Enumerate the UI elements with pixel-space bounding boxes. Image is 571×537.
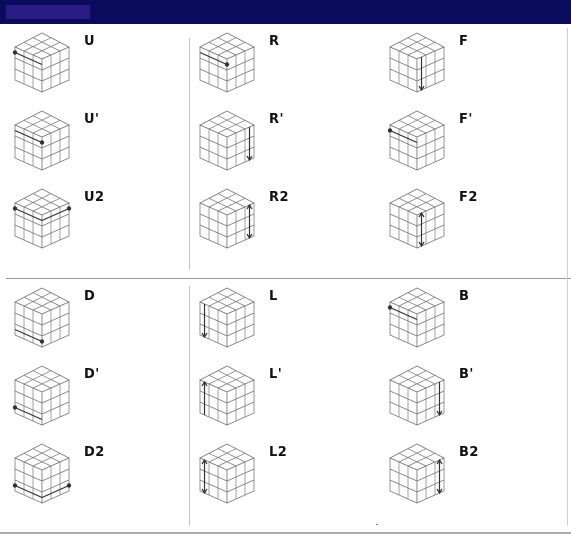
move-item: R2 (197, 186, 377, 256)
cube-diagram (199, 365, 255, 426)
move-item: B (387, 285, 567, 355)
cube-icon (387, 363, 447, 426)
cube-diagram (12, 32, 70, 93)
move-item: U' (12, 108, 192, 178)
cube-diagram (12, 188, 72, 249)
move-arrow (387, 128, 418, 144)
section-divider (6, 278, 571, 279)
move-arrow (436, 382, 443, 417)
cube-diagram (389, 188, 445, 249)
move-item: F' (387, 108, 567, 178)
cube-icon (197, 441, 257, 504)
move-label: U (84, 34, 96, 49)
move-item: L' (197, 363, 377, 433)
move-arrow (12, 206, 72, 222)
move-item: D' (12, 363, 192, 433)
move-item: R (197, 30, 377, 100)
cube-icon (387, 108, 447, 171)
stray-mark (376, 524, 378, 525)
cube-icon (387, 441, 447, 504)
cube-diagram (12, 443, 72, 504)
cube-icon (387, 30, 447, 93)
move-arrow (436, 458, 443, 495)
move-label: R2 (269, 190, 290, 205)
cube-diagram (199, 443, 255, 504)
cube-icon (12, 108, 72, 171)
move-arrow (201, 380, 208, 415)
move-arrow (199, 51, 230, 67)
move-arrow (201, 458, 208, 495)
move-label: U' (84, 112, 100, 127)
cube-diagram (199, 110, 255, 171)
cube-diagram (199, 188, 255, 249)
move-item: L (197, 285, 377, 355)
move-label: U2 (84, 190, 105, 205)
move-label: B2 (459, 445, 479, 460)
move-label: B' (459, 367, 474, 382)
move-label: R' (269, 112, 284, 127)
move-arrow (201, 304, 208, 339)
bottom-rule (0, 532, 571, 534)
cube-diagram (199, 32, 255, 93)
move-label: R (269, 34, 280, 49)
cube-icon (197, 285, 257, 348)
cube-diagram (12, 365, 70, 426)
cube-icon (197, 108, 257, 171)
cube-icon (12, 441, 72, 504)
right-border (567, 28, 568, 526)
move-label: L (269, 289, 278, 304)
move-arrow (14, 328, 45, 344)
move-item: L2 (197, 441, 377, 511)
move-label: L' (269, 367, 283, 382)
move-item: F2 (387, 186, 567, 256)
move-label: F2 (459, 190, 478, 205)
cube-icon (197, 363, 257, 426)
title-bar (0, 0, 571, 24)
move-item: D2 (12, 441, 192, 511)
cube-icon (197, 30, 257, 93)
cube-icon (387, 186, 447, 249)
cube-icon (12, 30, 72, 93)
move-item: U (12, 30, 192, 100)
move-arrow (418, 57, 425, 92)
cube-diagram (387, 287, 445, 348)
move-arrow (12, 50, 43, 66)
move-arrow (246, 203, 253, 240)
move-label: D (84, 289, 96, 304)
move-label: D' (84, 367, 100, 382)
cube-icon (12, 363, 72, 426)
move-label: D2 (84, 445, 105, 460)
move-label: F' (459, 112, 473, 127)
move-arrow (246, 127, 253, 162)
cube-icon (12, 186, 72, 249)
move-label: B (459, 289, 470, 304)
move-label: F (459, 34, 469, 49)
move-arrow (387, 305, 418, 321)
move-label: L2 (269, 445, 288, 460)
column-divider-top (189, 38, 190, 270)
cube-diagram (199, 287, 255, 348)
cube-icon (197, 186, 257, 249)
move-arrow (12, 483, 72, 499)
cube-diagram (387, 110, 445, 171)
move-arrow (14, 129, 45, 145)
cube-diagram (389, 365, 445, 426)
move-item: B' (387, 363, 567, 433)
title-bar-tag (6, 5, 90, 19)
move-arrow (418, 211, 425, 248)
move-item: B2 (387, 441, 567, 511)
cube-icon (387, 285, 447, 348)
move-item: R' (197, 108, 377, 178)
column-divider-bottom (189, 286, 190, 526)
move-item: F (387, 30, 567, 100)
cube-diagram (14, 287, 70, 348)
cube-diagram (14, 110, 70, 171)
cube-diagram (389, 32, 445, 93)
cube-diagram (389, 443, 445, 504)
cube-icon (12, 285, 72, 348)
move-arrow (12, 405, 43, 421)
move-item: D (12, 285, 192, 355)
move-item: U2 (12, 186, 192, 256)
